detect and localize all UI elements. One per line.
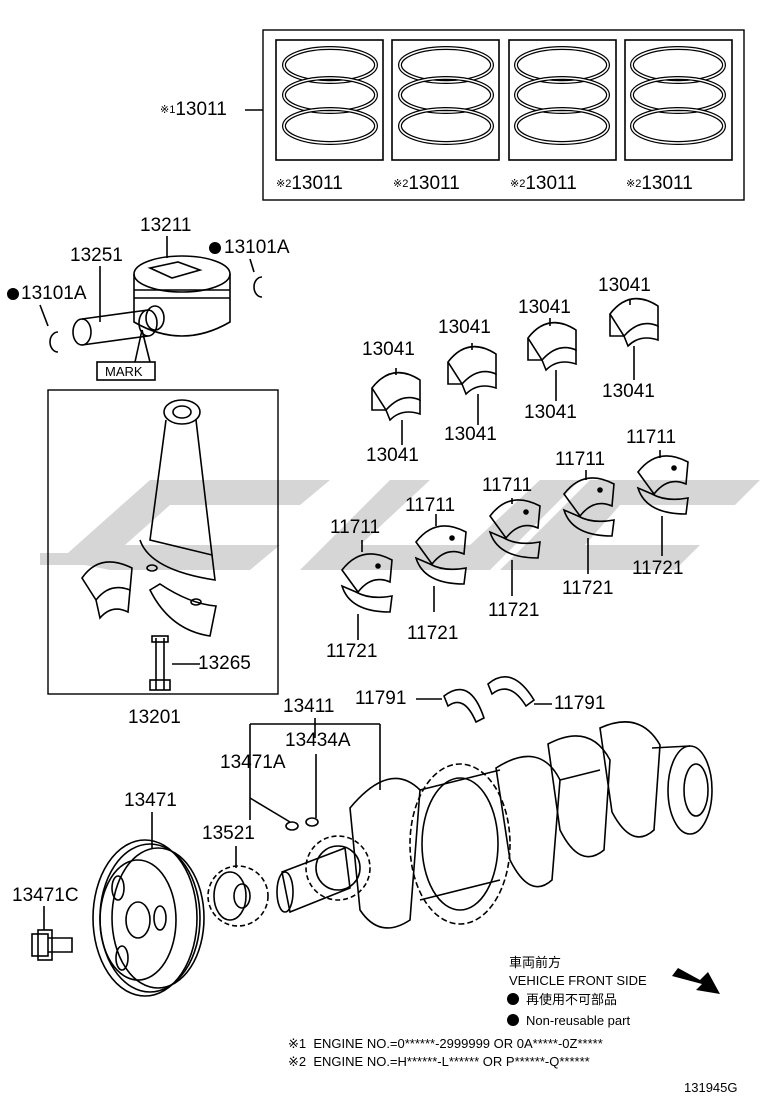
label-main-bearing-4u: 11711 (555, 449, 606, 470)
mark-box (96, 361, 156, 381)
snap-ring-right (253, 276, 263, 298)
rod-assembly-frame (47, 389, 279, 695)
piston-pin (72, 309, 158, 346)
piston (133, 255, 231, 337)
crank-sprocket (207, 865, 269, 927)
label-main-bearing-4l: 11721 (562, 578, 614, 599)
rod-bearing-shell (371, 371, 421, 422)
label-rod-bearing-2b: 13041 (444, 424, 497, 445)
label-main-bearing-2l: 11721 (407, 623, 459, 644)
label-main-bearing-3u: 11711 (482, 475, 533, 496)
key-a (285, 821, 299, 831)
watermark-logo (40, 480, 760, 570)
label-mark: MARK (105, 364, 143, 379)
label-key-a: 13434A (285, 730, 351, 751)
label-rod-bearing-3b: 13041 (524, 402, 577, 423)
legend-nonreuse-jp: 再使用不可部品 (526, 992, 618, 1007)
crankshaft (276, 721, 713, 929)
label-thrust-washer-left: 11791 (355, 688, 407, 709)
rod-bolt (149, 635, 171, 691)
label-rod-bearing-2a: 13041 (438, 317, 491, 338)
bullet-en (507, 1014, 519, 1026)
note-2: ※2 ENGINE NO.=H******-L****** OR P******… (288, 1054, 590, 1069)
key-b (305, 817, 319, 827)
label-main-bearing-5l: 11721 (632, 558, 684, 579)
ring-set-main-label: ※113011 (160, 99, 227, 120)
label-main-bearing-1u: 11711 (330, 517, 381, 538)
ring-label-4: ※213011 (626, 173, 693, 194)
label-rod-bearing-1a: 13041 (362, 339, 415, 360)
label-thrust-washer-right: 11791 (554, 693, 606, 714)
label-main-bearing-2u: 11711 (405, 495, 456, 516)
pulley-bolt (31, 929, 73, 961)
label-main-bearing-3l: 11721 (488, 600, 540, 621)
label-rod-bearing-4a: 13041 (598, 275, 651, 296)
bullet-13101a-left (7, 288, 19, 300)
label-piston-pin: 13251 (70, 245, 123, 266)
ring-label-1: ※213011 (276, 173, 343, 194)
label-key-b: 13471A (220, 752, 286, 773)
label-pulley-bolt: 13471C (12, 885, 79, 906)
label-rod-bearing-3a: 13041 (518, 297, 571, 318)
legend-nonreuse-en: Non-reusable part (526, 1013, 631, 1028)
snap-ring-left (49, 331, 59, 353)
label-main-bearing-1l: 11721 (326, 641, 378, 662)
label-rod-bearing-1b: 13041 (366, 445, 419, 466)
label-rod-bearing-4b: 13041 (602, 381, 655, 402)
thrust-washer-right (487, 676, 536, 708)
ring-label-2: ※213011 (393, 173, 460, 194)
crank-pulley (92, 839, 205, 997)
bullet-jp (507, 993, 519, 1005)
label-crankshaft: 13411 (283, 696, 335, 717)
ring-set-frame (262, 29, 745, 201)
ring-label-3: ※213011 (510, 173, 577, 194)
label-rod-bolt: 13265 (198, 653, 251, 674)
rod-bearing-shell-lower (81, 561, 133, 620)
label-snap-ring-right: 13101A (224, 237, 290, 258)
label-rod-assembly: 13201 (128, 707, 181, 728)
legend-front-jp: 車両前方 (509, 955, 562, 970)
thrust-washer-left (443, 688, 485, 724)
label-snap-ring-left: 13101A (21, 283, 87, 304)
legend-front-en: VEHICLE FRONT SIDE (509, 973, 647, 988)
figure-id: 131945G (684, 1080, 738, 1095)
label-sprocket: 13521 (202, 823, 255, 844)
connecting-rod (139, 399, 217, 637)
bullet-13101a-top (209, 242, 221, 254)
note-1: ※1 ENGINE NO.=0******-2999999 OR 0A*****… (288, 1036, 603, 1051)
label-main-bearing-5u: 11711 (626, 427, 677, 448)
main-bearing-shell (340, 553, 393, 613)
label-piston: 13211 (140, 215, 192, 236)
piston-ring-set (282, 46, 378, 145)
label-pulley: 13471 (124, 790, 177, 811)
front-arrow-icon (672, 968, 720, 994)
